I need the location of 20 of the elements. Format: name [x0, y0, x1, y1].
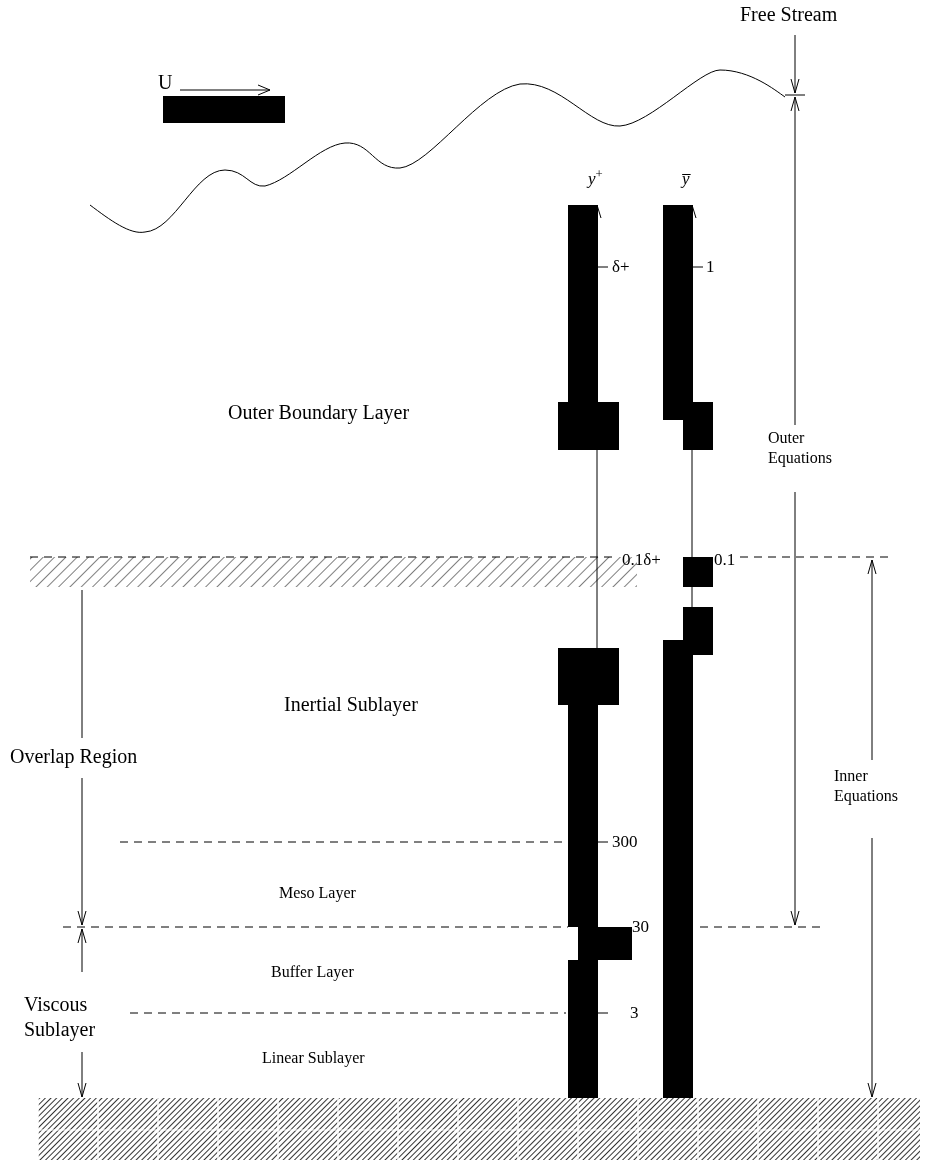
- tick-label: 300: [612, 831, 639, 853]
- tick-label: 3: [630, 1002, 640, 1024]
- tick-label: 1: [706, 256, 716, 278]
- region-label: Inertial Sublayer: [284, 692, 419, 717]
- velocity-label: U: [158, 70, 174, 95]
- region-label: Free Stream: [740, 2, 839, 27]
- tick-label: 0.1: [714, 549, 737, 571]
- layer-label: Linear Sublayer: [262, 1048, 366, 1068]
- layer-label: Buffer Layer: [271, 962, 355, 982]
- dimension-label: Inner Equations: [834, 766, 899, 806]
- axis-label: y̅: [682, 168, 692, 190]
- dimension-label: Outer Equations: [768, 428, 833, 468]
- tick-label: 30: [632, 916, 650, 938]
- tick-label: δ+: [612, 256, 631, 278]
- layer-label: Meso Layer: [279, 883, 357, 903]
- region-label: Outer Boundary Layer: [228, 400, 411, 425]
- dimension-label: Viscous Sublayer: [24, 992, 97, 1042]
- axis-label: y$^{+}$: [588, 168, 604, 190]
- tick-label: 0.1δ+: [622, 549, 662, 571]
- dimension-label: Overlap Region: [10, 744, 139, 769]
